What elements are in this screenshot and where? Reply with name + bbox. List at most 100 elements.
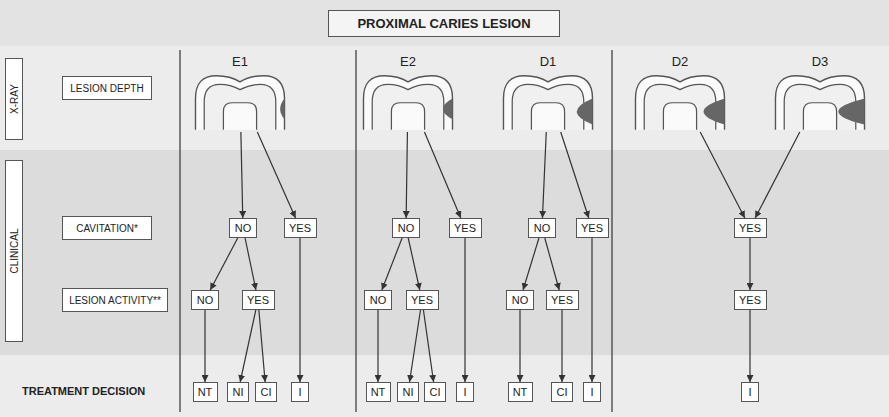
arrow-connector bbox=[257, 132, 295, 218]
box-label: YES bbox=[739, 222, 761, 234]
arrow-connector bbox=[259, 310, 265, 382]
arrow-connector bbox=[382, 238, 402, 290]
box-label: NT bbox=[513, 386, 528, 398]
arrow-connector bbox=[377, 310, 378, 382]
box-label: YES bbox=[247, 294, 269, 306]
tooth-illustration bbox=[500, 72, 596, 130]
column-heading: D3 bbox=[772, 54, 868, 70]
arrow-connector bbox=[241, 132, 243, 218]
decision-box: YES bbox=[284, 218, 317, 238]
box-label: CI bbox=[557, 386, 568, 398]
arrow-connector bbox=[245, 238, 256, 290]
box-label: YES bbox=[739, 294, 761, 306]
arrow-connector bbox=[755, 132, 800, 218]
box-label: LESION ACTIVITY** bbox=[69, 295, 161, 306]
box-label: I bbox=[590, 386, 593, 398]
box-label: CI bbox=[430, 386, 441, 398]
box-label: X-RAY bbox=[9, 84, 20, 114]
decision-box: NI bbox=[227, 382, 249, 402]
box-label: NO bbox=[534, 222, 551, 234]
decision-box: YES bbox=[449, 218, 482, 238]
box-label: YES bbox=[454, 222, 476, 234]
box-label: YES bbox=[551, 294, 573, 306]
tooth-illustration bbox=[772, 72, 868, 130]
decision-box: I bbox=[583, 382, 601, 402]
arrow-connector bbox=[424, 132, 460, 218]
tooth-figure: E2 bbox=[360, 54, 456, 132]
decision-box: NO bbox=[364, 290, 392, 310]
decision-box: NO bbox=[506, 290, 534, 310]
decision-box: NO bbox=[528, 218, 556, 238]
arrow-connector bbox=[299, 238, 300, 382]
row-label-box: LESION ACTIVITY** bbox=[62, 288, 168, 312]
arrow-connector bbox=[410, 310, 421, 382]
decision-box: CI bbox=[551, 382, 573, 402]
decision-box: NO bbox=[392, 218, 420, 238]
box-label: CAVITATION* bbox=[76, 223, 138, 234]
arrow-connector bbox=[240, 310, 256, 382]
arrow-connector bbox=[749, 310, 750, 382]
arrow-connector bbox=[545, 238, 559, 290]
tooth-illustration bbox=[192, 72, 288, 130]
box-label: I bbox=[748, 386, 751, 398]
arrow-connector bbox=[700, 132, 745, 218]
decision-box: YES bbox=[242, 290, 275, 310]
box-label: NO bbox=[235, 222, 252, 234]
decision-box: YES bbox=[576, 218, 609, 238]
arrow-connector bbox=[519, 310, 520, 382]
arrow-connector bbox=[542, 132, 546, 218]
decision-box: NT bbox=[366, 382, 391, 402]
decision-box: YES bbox=[546, 290, 579, 310]
box-label: CI bbox=[261, 386, 272, 398]
arrow-connector bbox=[561, 310, 562, 382]
tooth-illustration bbox=[632, 72, 728, 130]
decision-box: YES bbox=[406, 290, 439, 310]
divider-line bbox=[179, 50, 180, 412]
box-label: NO bbox=[398, 222, 415, 234]
divider-line bbox=[611, 50, 612, 412]
decision-box: NI bbox=[397, 382, 419, 402]
decision-box: NT bbox=[508, 382, 533, 402]
arrow-connector bbox=[408, 238, 420, 290]
row-label: TREATMENT DECISION bbox=[22, 385, 145, 397]
decision-box: I bbox=[291, 382, 309, 402]
title-box: PROXIMAL CARIES LESION bbox=[328, 10, 560, 37]
box-label: PROXIMAL CARIES LESION bbox=[357, 16, 530, 31]
box-label: I bbox=[463, 386, 466, 398]
divider-line bbox=[355, 50, 356, 412]
box-label: YES bbox=[289, 222, 311, 234]
box-label: CLINICAL bbox=[9, 228, 20, 273]
box-label: NO bbox=[512, 294, 529, 306]
row-label-box: CAVITATION* bbox=[62, 216, 152, 240]
section-box: CLINICAL bbox=[5, 160, 23, 342]
column-heading: E2 bbox=[360, 54, 456, 70]
box-label: YES bbox=[581, 222, 603, 234]
column-heading: D1 bbox=[500, 54, 596, 70]
decision-box: YES bbox=[734, 218, 767, 238]
decision-box: CI bbox=[255, 382, 277, 402]
decision-box: NO bbox=[229, 218, 257, 238]
box-label: LESION DEPTH bbox=[70, 83, 143, 94]
box-label: YES bbox=[411, 294, 433, 306]
box-label: NO bbox=[370, 294, 387, 306]
arrow-connector bbox=[423, 310, 433, 382]
tooth-figure: D2 bbox=[632, 54, 728, 132]
arrow-connector bbox=[464, 238, 465, 382]
arrow-connector bbox=[210, 238, 237, 290]
arrow-connector bbox=[406, 132, 407, 218]
arrow-connector bbox=[561, 132, 589, 218]
section-box: X-RAY bbox=[5, 58, 23, 140]
arrow-connector bbox=[523, 238, 539, 290]
tooth-figure: D3 bbox=[772, 54, 868, 132]
tooth-illustration bbox=[360, 72, 456, 130]
column-heading: E1 bbox=[192, 54, 288, 70]
box-label: NT bbox=[198, 386, 213, 398]
tooth-figure: D1 bbox=[500, 54, 596, 132]
decision-box: NT bbox=[193, 382, 218, 402]
box-label: NI bbox=[403, 386, 414, 398]
decision-box: I bbox=[456, 382, 474, 402]
arrow-connector bbox=[204, 310, 205, 382]
